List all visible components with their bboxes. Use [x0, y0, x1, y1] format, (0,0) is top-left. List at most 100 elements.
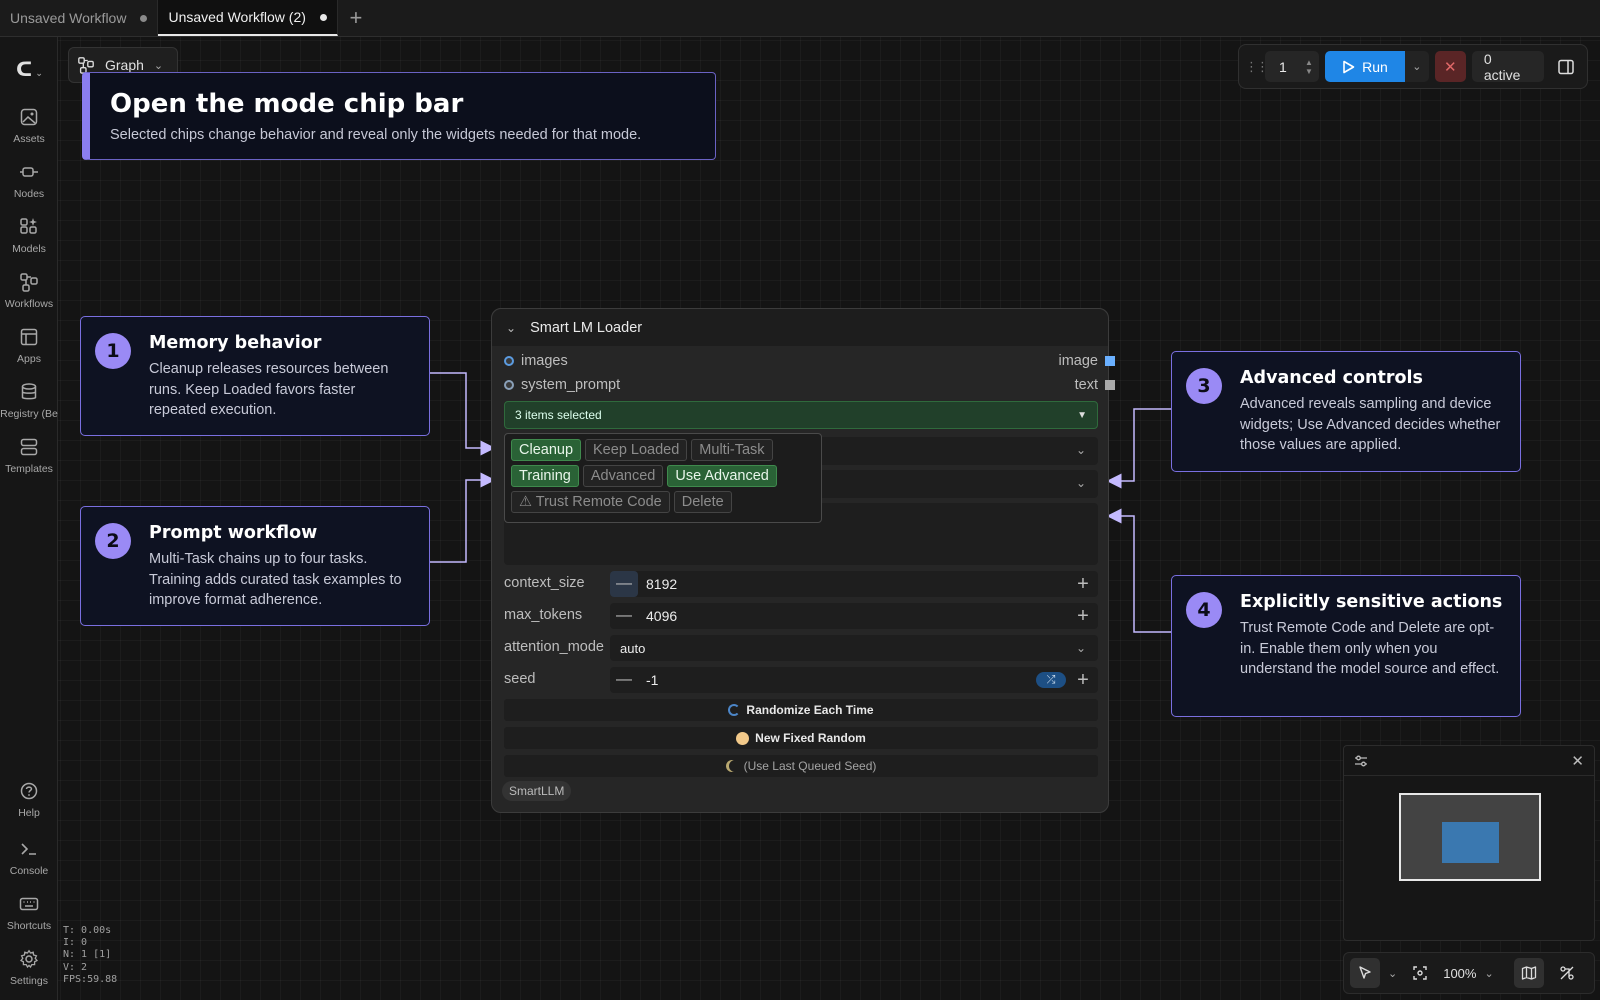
app-logo-icon[interactable]: ᑕ⌄ — [16, 59, 43, 81]
callout-text: Multi-Task chains up to four tasks. Trai… — [149, 551, 402, 608]
node-icon — [20, 167, 38, 177]
output-label: text — [1074, 377, 1098, 393]
callout-number: 3 — [1186, 368, 1222, 404]
sidebar-item-shortcuts[interactable]: Shortcuts — [0, 892, 58, 944]
fit-view-button[interactable] — [1405, 958, 1435, 988]
toggle-panel-button[interactable] — [1550, 51, 1581, 82]
chip-training[interactable]: Training — [511, 465, 579, 487]
cancel-run-button[interactable]: ✕ — [1434, 51, 1466, 82]
tab-unsaved-workflow[interactable]: Unsaved Workflow — [0, 0, 159, 36]
drag-handle-icon[interactable]: ⋮⋮ — [1245, 58, 1269, 74]
queue-count-value: 1 — [1279, 58, 1287, 75]
minimap-header — [1344, 746, 1594, 776]
sidebar-item-label: Assets — [13, 133, 45, 145]
moon-icon — [726, 760, 738, 772]
chevron-down-icon[interactable]: ⌄ — [1484, 967, 1494, 980]
sliders-icon[interactable] — [1354, 754, 1368, 768]
output-slot-image[interactable]: image — [1059, 353, 1115, 369]
collapse-chevron-icon[interactable]: ⌄ — [506, 320, 517, 335]
select-tool-button[interactable] — [1350, 958, 1380, 988]
sidebar-item-label: Workflows — [4, 298, 54, 310]
decrement-icon[interactable]: ▼ — [1305, 66, 1313, 76]
increment-icon[interactable]: ▲ — [1305, 57, 1313, 67]
increment-button[interactable]: + — [1077, 572, 1089, 595]
randomize-each-time-button[interactable]: Randomize Each Time — [504, 699, 1098, 721]
context-size-stepper[interactable]: — 8192 + — [610, 571, 1098, 597]
decrement-button[interactable]: — — [616, 607, 632, 624]
sidebar-item-models[interactable]: Models — [0, 215, 58, 267]
sidebar-item-registry[interactable]: Registry (Be — [0, 380, 58, 432]
attention-mode-select[interactable]: auto ⌄ — [610, 635, 1098, 661]
output-slot-text[interactable]: text — [1074, 377, 1115, 393]
chip-row: Training Advanced Use Advanced — [511, 465, 815, 487]
chip-delete[interactable]: Delete — [673, 491, 732, 513]
output-square-icon — [1105, 380, 1115, 390]
image-icon — [20, 108, 38, 126]
increment-button[interactable]: + — [1077, 604, 1089, 627]
close-icon[interactable]: ✕ — [1571, 753, 1584, 770]
callout-text: Advanced reveals sampling and device wid… — [1240, 396, 1501, 453]
chip-trust-remote-code[interactable]: ⚠ Trust Remote Code — [511, 491, 670, 513]
cursor-icon — [1359, 966, 1371, 979]
sidebar-item-help[interactable]: Help — [0, 779, 58, 831]
sidebar-item-assets[interactable]: Assets — [0, 105, 58, 157]
decrement-button[interactable]: — — [610, 571, 638, 597]
mode-multiselect[interactable]: 3 items selected ▼ — [504, 401, 1098, 429]
sidebar-item-settings[interactable]: Settings — [0, 947, 58, 999]
new-fixed-random-button[interactable]: New Fixed Random — [504, 727, 1098, 749]
chip-use-advanced[interactable]: Use Advanced — [667, 465, 777, 487]
sidebar-item-workflows[interactable]: Workflows — [0, 270, 58, 322]
button-label: Randomize Each Time — [746, 703, 874, 717]
stat-fps: FPS:59.88 — [63, 973, 118, 985]
slot-row-images: images image — [492, 353, 1115, 373]
chip-advanced[interactable]: Advanced — [582, 465, 664, 487]
active-queue-count[interactable]: 0 active — [1471, 51, 1545, 83]
param-attention-mode: attention_mode auto ⌄ — [504, 635, 1098, 661]
callout-title: Explicitly sensitive actions — [1240, 592, 1503, 612]
shuffle-icon[interactable]: ⤮ — [1036, 672, 1066, 688]
node-header[interactable]: ⌄ Smart LM Loader — [492, 309, 1108, 346]
minimap[interactable]: ✕ — [1343, 745, 1595, 941]
use-last-queued-seed-button[interactable]: (Use Last Queued Seed) — [504, 755, 1098, 777]
input-slot-images[interactable]: images — [504, 353, 568, 369]
input-label: system_prompt — [521, 377, 621, 393]
zoom-level[interactable]: 100% — [1443, 965, 1477, 981]
sidebar-item-templates[interactable]: Templates — [0, 435, 58, 487]
sidebar-item-label: Models — [12, 243, 46, 255]
callout-text: Cleanup releases resources between runs.… — [149, 361, 389, 418]
param-value: auto — [620, 641, 646, 656]
slot-row-system-prompt: system_prompt text — [492, 377, 1115, 397]
tutorial-banner: Open the mode chip bar Selected chips ch… — [82, 72, 716, 160]
increment-button[interactable]: + — [1077, 668, 1089, 691]
toggle-minimap-button[interactable] — [1513, 958, 1544, 988]
callout-text: Trust Remote Code and Delete are opt-in.… — [1240, 620, 1500, 677]
callout-prompt-workflow: 2 Prompt workflow Multi-Task chains up t… — [80, 506, 430, 626]
seed-stepper[interactable]: — -1 ⤮ + — [610, 667, 1098, 693]
sidebar: ᑕ⌄ Assets Nodes Models Workflows Apps Re… — [0, 37, 58, 1000]
tab-bar: Unsaved Workflow Unsaved Workflow (2) + — [0, 0, 1600, 37]
unsaved-dot-icon — [140, 14, 148, 22]
sidebar-item-nodes[interactable]: Nodes — [0, 160, 58, 212]
chevron-down-icon[interactable]: ⌄ — [1388, 967, 1398, 980]
run-options-button[interactable]: ⌄ — [1404, 51, 1429, 82]
canvas-controls: ⌄ 100% ⌄ — [1343, 952, 1595, 994]
add-tab-button[interactable]: + — [349, 5, 363, 30]
decrement-button[interactable]: — — [616, 671, 632, 688]
max-tokens-stepper[interactable]: — 4096 + — [610, 603, 1098, 629]
param-label: context_size — [504, 575, 585, 591]
sidebar-item-apps[interactable]: Apps — [0, 325, 58, 377]
tab-unsaved-workflow-2[interactable]: Unsaved Workflow (2) — [158, 0, 338, 36]
sidebar-item-label: Templates — [5, 463, 53, 475]
chip-multi-task[interactable]: Multi-Task — [691, 439, 773, 461]
run-button[interactable]: Run — [1324, 51, 1405, 82]
sidebar-item-console[interactable]: Console — [0, 837, 58, 889]
queue-count-stepper[interactable]: 1 ▲▼ — [1265, 51, 1319, 82]
chip-keep-loaded[interactable]: Keep Loaded — [585, 439, 688, 461]
chip-row: ⚠ Trust Remote Code Delete — [511, 491, 815, 513]
param-value: -1 — [646, 672, 659, 688]
chip-cleanup[interactable]: Cleanup — [511, 439, 582, 461]
toggle-links-button[interactable] — [1552, 958, 1582, 988]
input-slot-system-prompt[interactable]: system_prompt — [504, 377, 620, 393]
smart-lm-loader-node[interactable]: ⌄ Smart LM Loader images image system_pr… — [491, 308, 1115, 813]
callout-number: 1 — [95, 333, 131, 369]
